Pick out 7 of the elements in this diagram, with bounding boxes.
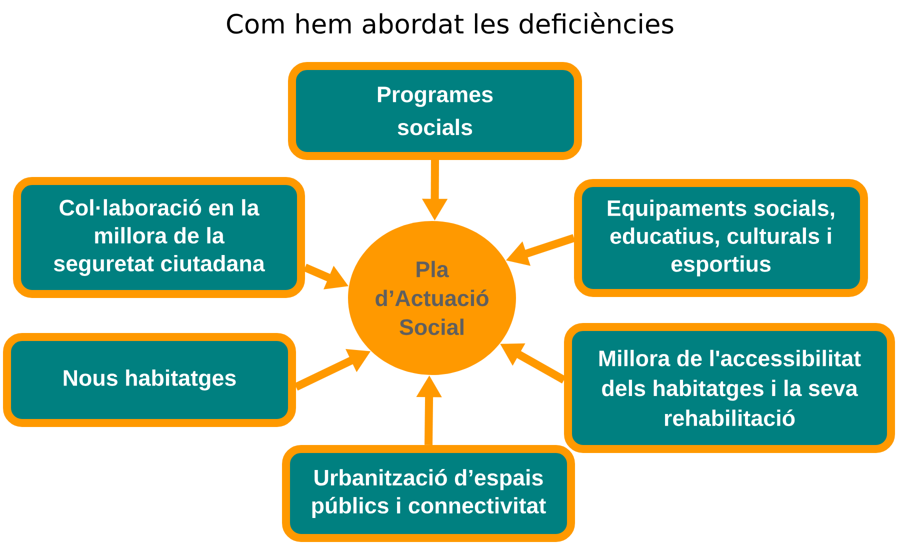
title: Com hem abordat les deficiències (227, 12, 674, 34)
action-box: Nous habitatges (3, 332, 296, 427)
action-box: Equipaments socials, educatius, culturals i esportius (574, 178, 868, 297)
action-box: Col·laboració en la millora de la seguretat ciutadana (13, 176, 305, 298)
action-box: Programes socials (288, 62, 582, 160)
action-box: Millora de l'accessibilitat dels habitatges i la seva rehabilitació (564, 322, 895, 453)
action-box: Urbanització d’espais públics i connectivitat (282, 444, 575, 542)
